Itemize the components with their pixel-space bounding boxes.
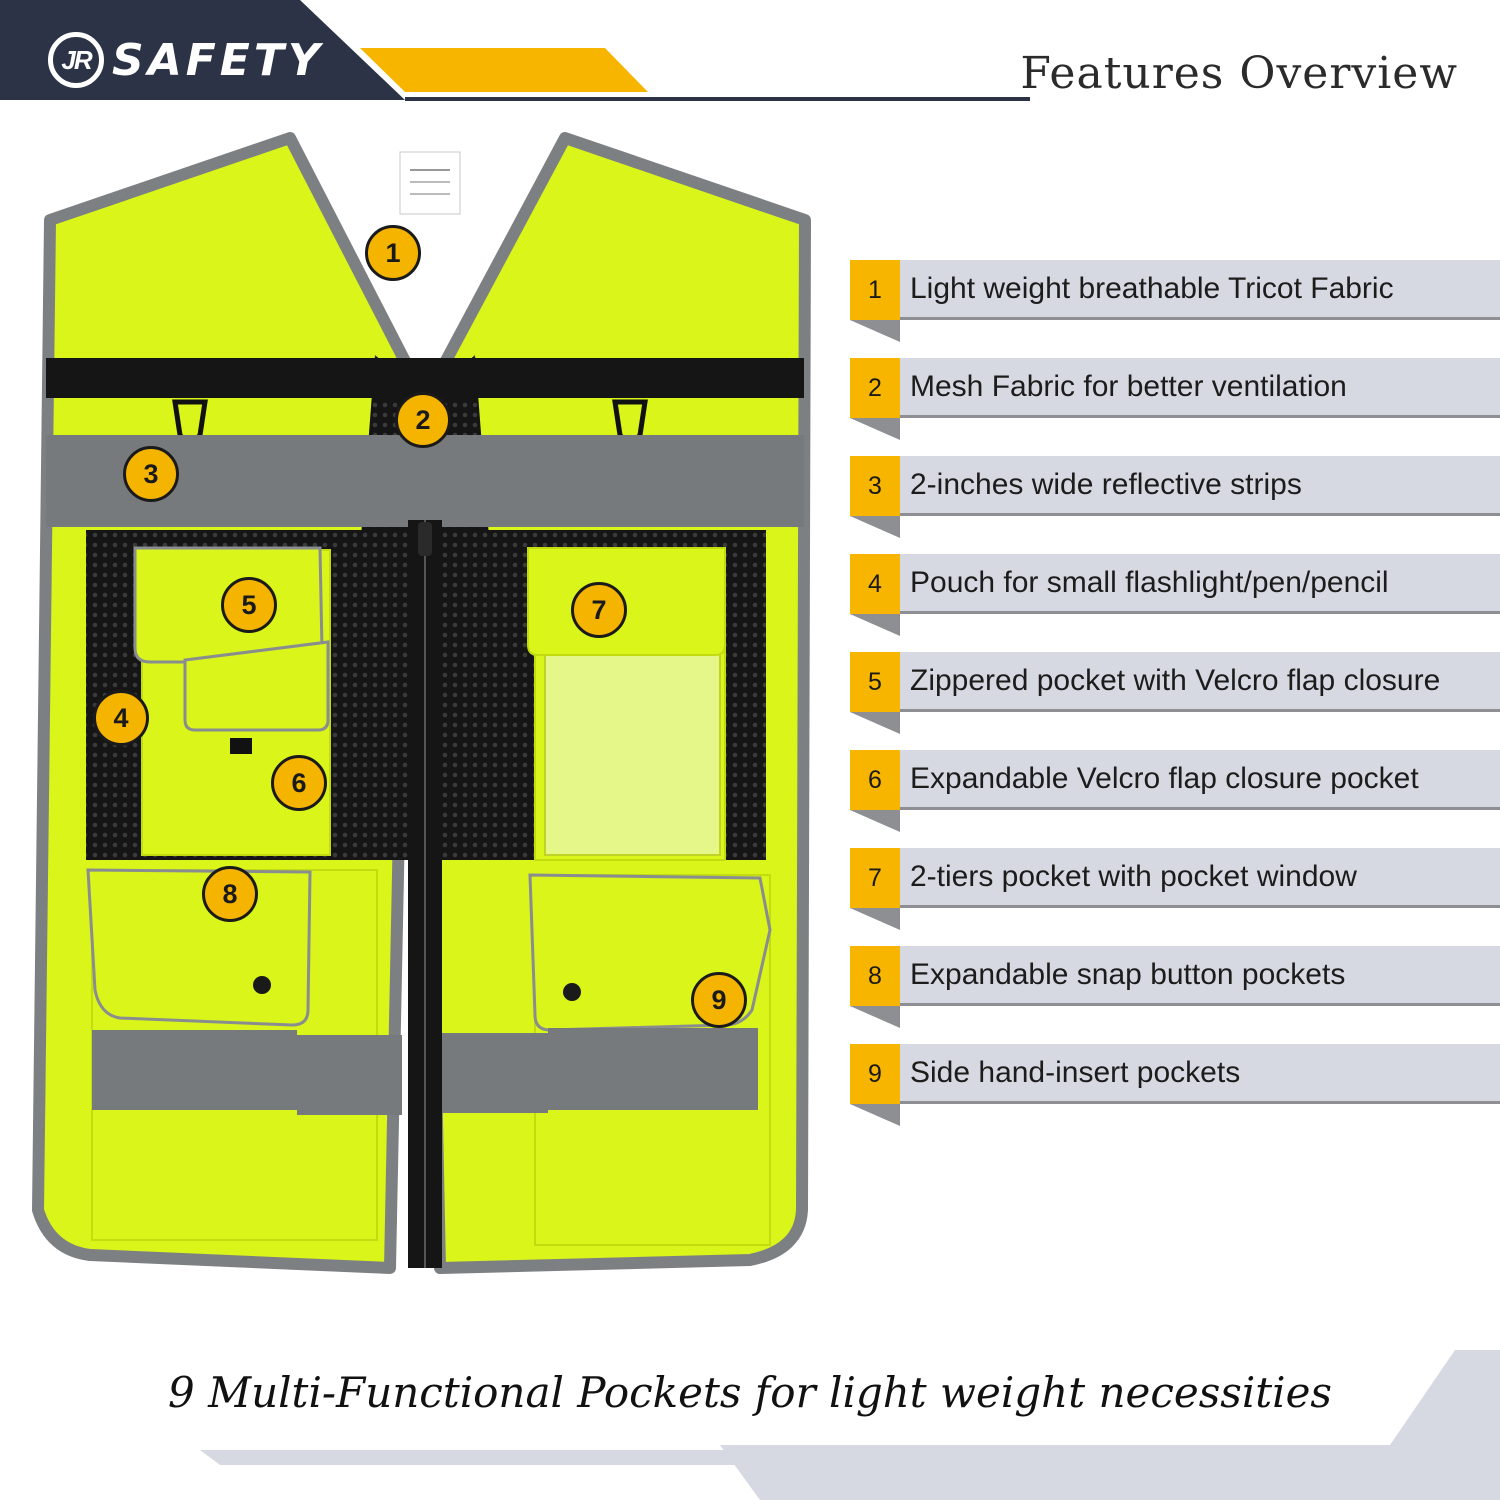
brand-logo-wordmark: SAFETY — [112, 34, 324, 86]
feature-label: Expandable snap button pockets — [900, 946, 1500, 1006]
feature-row: 6 Expandable Velcro flap closure pocket — [850, 750, 1500, 838]
header-navy-shape — [0, 0, 405, 100]
feature-row: 4 Pouch for small flashlight/pen/pencil — [850, 554, 1500, 642]
feature-number: 8 — [850, 946, 900, 1006]
callout-3: 3 — [123, 446, 179, 502]
feature-number: 6 — [850, 750, 900, 810]
header-yellow-stripe — [360, 48, 648, 92]
zipper-pull — [418, 522, 432, 556]
feature-row: 8 Expandable snap button pockets — [850, 946, 1500, 1034]
feature-label: 2-tiers pocket with pocket window — [900, 848, 1500, 908]
feature-row: 2 Mesh Fabric for better ventilation — [850, 358, 1500, 446]
feature-row: 3 2-inches wide reflective strips — [850, 456, 1500, 544]
feature-number: 7 — [850, 848, 900, 908]
feature-label: Expandable Velcro flap closure pocket — [900, 750, 1500, 810]
feature-number: 5 — [850, 652, 900, 712]
feature-number: 4 — [850, 554, 900, 614]
header-banner — [0, 0, 1030, 101]
ribbon-fold — [850, 908, 900, 930]
feature-label: Zippered pocket with Velcro flap closure — [900, 652, 1500, 712]
reflective-strip-left-hip — [297, 1035, 402, 1115]
callout-1: 1 — [365, 225, 421, 281]
ribbon-fold — [850, 810, 900, 832]
brand-logo-mark: JR — [48, 32, 104, 88]
snap-button-left — [253, 976, 271, 994]
vest-illustration — [32, 132, 811, 1274]
callout-6: 6 — [271, 755, 327, 811]
feature-label: Light weight breathable Tricot Fabric — [900, 260, 1500, 320]
callout-2: 2 — [395, 392, 451, 448]
callout-7: 7 — [571, 582, 627, 638]
ribbon-fold — [850, 1006, 900, 1028]
callout-4: 4 — [93, 690, 149, 746]
velcro-tab — [230, 738, 252, 754]
feature-row: 5 Zippered pocket with Velcro flap closu… — [850, 652, 1500, 740]
feature-number: 3 — [850, 456, 900, 516]
feature-list: 1 Light weight breathable Tricot Fabric … — [850, 260, 1500, 1142]
ribbon-fold — [850, 712, 900, 734]
pocket-7-flap — [527, 547, 726, 656]
feature-row: 9 Side hand-insert pockets — [850, 1044, 1500, 1132]
callout-5: 5 — [221, 577, 277, 633]
feature-number: 1 — [850, 260, 900, 320]
bottom-grey-base — [200, 1450, 1385, 1465]
bottom-banner — [200, 1350, 1500, 1500]
reflective-strip-right-hip — [442, 1033, 548, 1113]
ribbon-fold — [850, 516, 900, 538]
pocket-8-flap — [86, 868, 312, 1027]
feature-label: 2-inches wide reflective strips — [900, 456, 1500, 516]
ribbon-fold — [850, 614, 900, 636]
ribbon-fold — [850, 418, 900, 440]
brand-logo: JR SAFETY — [48, 28, 324, 92]
callout-8: 8 — [202, 866, 258, 922]
ribbon-fold — [850, 1104, 900, 1126]
reflective-strip-left-pocket — [92, 1030, 297, 1110]
snap-button-right — [563, 983, 581, 1001]
feature-number: 2 — [850, 358, 900, 418]
page-title: Features Overview — [1020, 48, 1458, 99]
pocket-7-window — [544, 649, 721, 856]
callout-9: 9 — [691, 972, 747, 1028]
feature-row: 7 2-tiers pocket with pocket window — [850, 848, 1500, 936]
feature-label: Mesh Fabric for better ventilation — [900, 358, 1500, 418]
vest-black-strap — [46, 358, 804, 398]
feature-label: Pouch for small flashlight/pen/pencil — [900, 554, 1500, 614]
pocket-6-flap — [183, 640, 330, 732]
tagline: 9 Multi-Functional Pockets for light wei… — [168, 1368, 1332, 1417]
ribbon-fold — [850, 320, 900, 342]
feature-label: Side hand-insert pockets — [900, 1044, 1500, 1104]
reflective-strip-right-pocket — [548, 1028, 758, 1110]
feature-row: 1 Light weight breathable Tricot Fabric — [850, 260, 1500, 348]
feature-number: 9 — [850, 1044, 900, 1104]
